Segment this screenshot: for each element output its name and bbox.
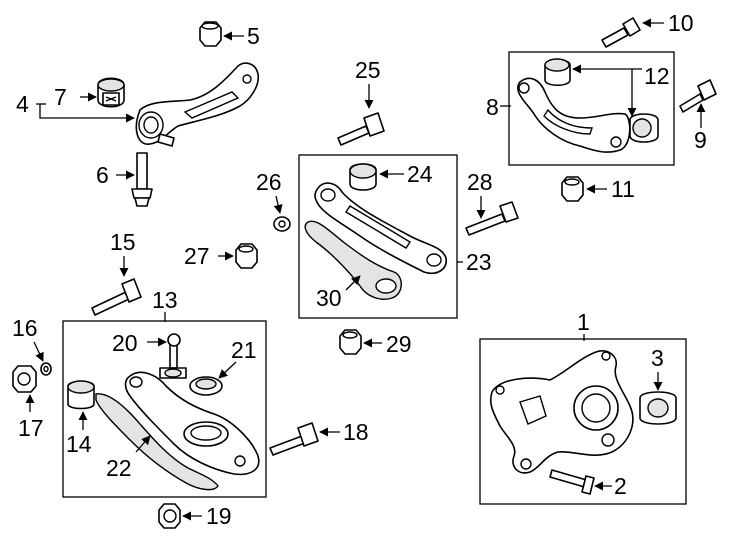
part-20-stabilizer-link <box>159 333 187 379</box>
part-12-bushing-lower <box>629 113 659 143</box>
callout-18: 18 <box>343 419 369 445</box>
part-25-bolt <box>337 112 385 146</box>
part-18-bolt <box>269 422 319 456</box>
callout-2: 2 <box>614 473 627 499</box>
part-28-bolt <box>465 201 519 236</box>
callout-6: 6 <box>96 162 109 188</box>
part-3-bushing <box>639 391 677 425</box>
part-2-bolt <box>549 469 595 495</box>
callout-28: 28 <box>467 169 493 195</box>
callout-14: 14 <box>66 431 92 457</box>
part-9-bolt <box>679 79 717 113</box>
callout-1: 1 <box>577 309 590 335</box>
group-box-8 <box>508 51 675 166</box>
part-16-washer <box>40 362 52 376</box>
callout-25: 25 <box>355 57 381 83</box>
part-11-nut <box>561 176 584 202</box>
part-12-bushing-upper <box>544 58 571 87</box>
part-27-nut <box>235 243 258 269</box>
callout-20: 20 <box>112 330 138 356</box>
callout-26: 26 <box>256 169 282 195</box>
part-30-link-plate <box>304 220 402 300</box>
part-22-arm-cover <box>95 393 219 491</box>
part-4-upper-control-arm <box>135 62 260 147</box>
callout-29: 29 <box>386 331 412 357</box>
callout-15: 15 <box>110 229 136 255</box>
part-6-bolt <box>131 152 153 207</box>
callout-13: 13 <box>152 287 178 313</box>
callout-4: 4 <box>16 91 29 117</box>
group-box-1 <box>479 338 687 505</box>
part-26-washer <box>273 216 291 232</box>
callout-11: 11 <box>611 176 635 202</box>
part-24-bushing <box>349 163 377 191</box>
part-7-bushing <box>97 77 125 108</box>
part-5-nut <box>199 21 222 47</box>
callout-16: 16 <box>12 315 38 341</box>
callout-30: 30 <box>316 285 342 311</box>
part-10-bolt <box>601 17 641 48</box>
callout-9: 9 <box>694 127 707 153</box>
part-29-nut <box>339 329 362 355</box>
callout-3: 3 <box>651 345 664 371</box>
callout-24: 24 <box>407 161 433 187</box>
part-23-lateral-link <box>314 182 447 274</box>
part-17-nut <box>12 365 37 393</box>
callout-10: 10 <box>668 10 694 36</box>
callout-22: 22 <box>106 455 132 481</box>
group-box-23 <box>298 154 458 319</box>
callout-7: 7 <box>54 84 67 110</box>
callout-19: 19 <box>206 503 232 529</box>
callout-23: 23 <box>466 249 492 275</box>
part-15-bolt <box>91 278 142 316</box>
part-13-lower-control-arm <box>124 371 260 476</box>
callout-12: 12 <box>644 63 670 89</box>
callout-5: 5 <box>247 23 260 49</box>
part-8-lower-arm <box>517 77 631 153</box>
callout-8: 8 <box>486 94 499 120</box>
part-21-spring-seat <box>189 376 223 396</box>
callout-27: 27 <box>184 243 210 269</box>
part-1-knuckle <box>489 350 634 474</box>
callout-21: 21 <box>231 337 257 363</box>
part-14-bushing <box>67 380 95 410</box>
callout-17: 17 <box>18 415 44 441</box>
part-19-nut <box>158 503 181 529</box>
